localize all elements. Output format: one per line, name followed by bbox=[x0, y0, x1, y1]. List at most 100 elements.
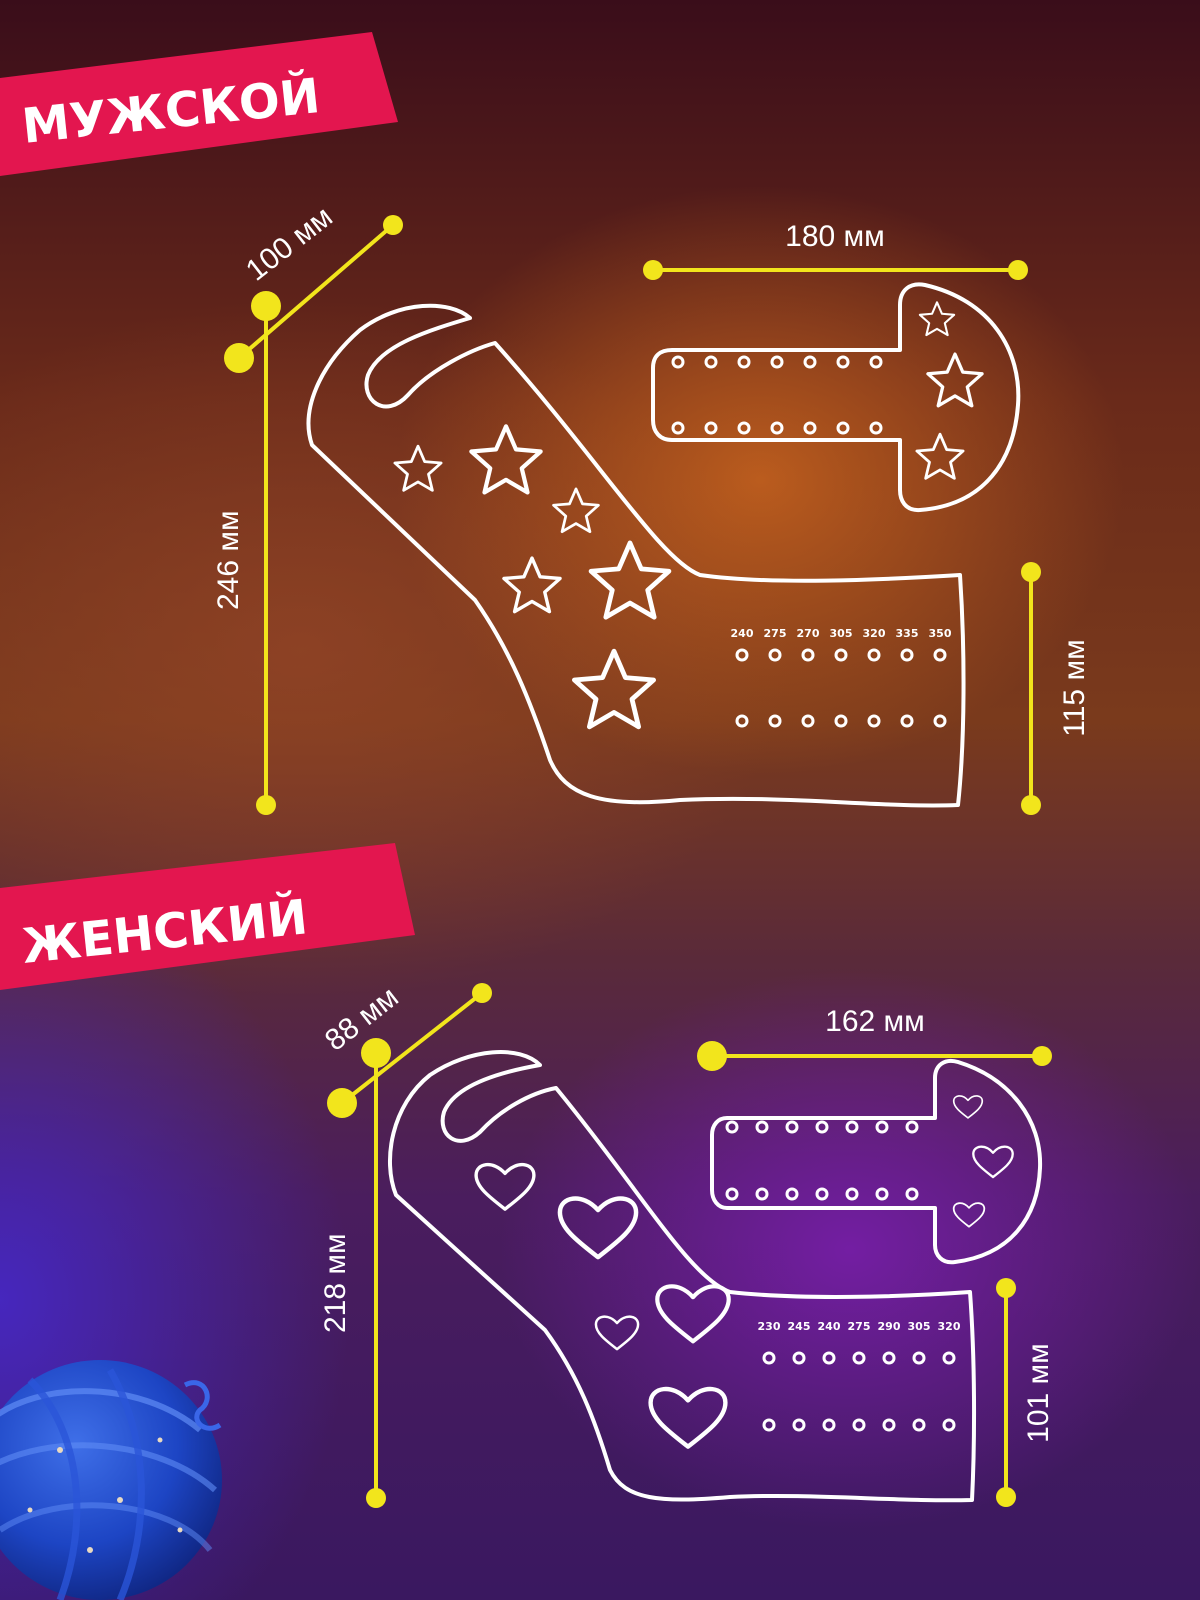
size-label: 240 bbox=[731, 627, 754, 640]
hole bbox=[834, 714, 848, 728]
hole bbox=[704, 355, 718, 369]
hole bbox=[905, 1120, 919, 1134]
dim-female-foot-height: 101 мм bbox=[996, 1278, 1055, 1507]
hole bbox=[785, 1187, 799, 1201]
size-label: 320 bbox=[863, 627, 886, 640]
hole bbox=[737, 355, 751, 369]
hole bbox=[900, 648, 914, 662]
hole bbox=[735, 714, 749, 728]
hole bbox=[912, 1418, 926, 1432]
hole bbox=[671, 355, 685, 369]
dim-male-insert-width: 180 мм bbox=[643, 220, 1028, 280]
star-icon bbox=[552, 487, 600, 534]
hole bbox=[905, 1187, 919, 1201]
hole bbox=[815, 1120, 829, 1134]
dim-male-height: 246 мм bbox=[212, 291, 281, 815]
star-icon bbox=[393, 444, 443, 492]
heart-icon bbox=[657, 1286, 728, 1341]
dim-female-insert-width: 162 мм bbox=[697, 1005, 1052, 1071]
dim-female-height-label: 218 мм bbox=[319, 1233, 352, 1333]
hole bbox=[822, 1418, 836, 1432]
hole bbox=[933, 648, 947, 662]
sock-cutouts-male bbox=[393, 426, 669, 727]
dim-female-width: 88 мм bbox=[319, 980, 492, 1118]
hole bbox=[867, 648, 881, 662]
hole bbox=[852, 1418, 866, 1432]
heart-icon bbox=[651, 1389, 726, 1447]
star-icon bbox=[915, 432, 965, 480]
size-label: 245 bbox=[788, 1320, 811, 1333]
insert-cutouts-male bbox=[915, 301, 984, 480]
size-labels-male: 240 275 270 305 320 335 350 bbox=[731, 627, 952, 640]
sock-cutouts-female bbox=[474, 1162, 729, 1447]
size-label: 275 bbox=[764, 627, 787, 640]
dim-male-height-label: 246 мм bbox=[212, 510, 245, 610]
hole bbox=[942, 1351, 956, 1365]
hole bbox=[770, 355, 784, 369]
size-label: 270 bbox=[797, 627, 820, 640]
hole bbox=[834, 648, 848, 662]
size-label: 240 bbox=[818, 1320, 841, 1333]
size-label: 305 bbox=[908, 1320, 931, 1333]
hole bbox=[845, 1187, 859, 1201]
hole bbox=[768, 648, 782, 662]
size-label: 305 bbox=[830, 627, 853, 640]
hole-rows-female-insert bbox=[725, 1120, 919, 1201]
hole bbox=[725, 1187, 739, 1201]
dim-male-width-label: 100 мм bbox=[240, 200, 339, 287]
banner-female: ЖЕНСКИЙ bbox=[0, 843, 415, 990]
hole bbox=[875, 1187, 889, 1201]
sock-template-male bbox=[306, 303, 966, 808]
hole bbox=[785, 1120, 799, 1134]
hole bbox=[900, 714, 914, 728]
heart-icon bbox=[972, 1145, 1014, 1179]
hole bbox=[737, 421, 751, 435]
insert-template-male bbox=[651, 282, 1021, 513]
hole bbox=[803, 355, 817, 369]
dim-male-foot-height: 115 мм bbox=[1021, 562, 1091, 815]
heart-icon bbox=[474, 1162, 536, 1211]
hole-rows-male-sock bbox=[735, 648, 947, 728]
hole-rows-male-insert bbox=[671, 355, 883, 435]
heart-icon bbox=[594, 1315, 640, 1351]
star-icon bbox=[591, 543, 669, 617]
hole bbox=[942, 1418, 956, 1432]
banner-male: МУЖСКОЙ bbox=[0, 32, 398, 176]
heart-icon bbox=[952, 1095, 984, 1119]
hole bbox=[912, 1351, 926, 1365]
size-label: 320 bbox=[938, 1320, 961, 1333]
hole bbox=[755, 1187, 769, 1201]
hole bbox=[869, 355, 883, 369]
star-icon bbox=[918, 301, 956, 337]
hole bbox=[801, 714, 815, 728]
hole bbox=[762, 1418, 776, 1432]
hole bbox=[836, 355, 850, 369]
star-icon bbox=[574, 651, 653, 727]
hole bbox=[762, 1351, 776, 1365]
dim-female-width-label: 88 мм bbox=[319, 980, 405, 1057]
hole bbox=[704, 421, 718, 435]
insert-cutouts-female bbox=[952, 1095, 1014, 1228]
dim-female-insert-width-label: 162 мм bbox=[825, 1005, 925, 1038]
dim-male-foot-height-label: 115 мм bbox=[1058, 639, 1091, 736]
hole bbox=[836, 421, 850, 435]
size-label: 275 bbox=[848, 1320, 871, 1333]
heart-icon bbox=[560, 1198, 636, 1257]
dim-male-width: 100 мм bbox=[224, 200, 403, 373]
hole bbox=[867, 714, 881, 728]
hole bbox=[803, 421, 817, 435]
star-icon bbox=[471, 426, 540, 492]
size-label: 335 bbox=[896, 627, 919, 640]
hole bbox=[869, 421, 883, 435]
heart-icon bbox=[952, 1202, 986, 1228]
hole bbox=[735, 648, 749, 662]
star-icon bbox=[502, 556, 562, 614]
hole bbox=[792, 1418, 806, 1432]
hole bbox=[755, 1120, 769, 1134]
hole bbox=[882, 1418, 896, 1432]
dim-female-foot-height-label: 101 мм bbox=[1022, 1343, 1055, 1443]
hole bbox=[725, 1120, 739, 1134]
dim-male-insert-width-label: 180 мм bbox=[785, 220, 885, 253]
